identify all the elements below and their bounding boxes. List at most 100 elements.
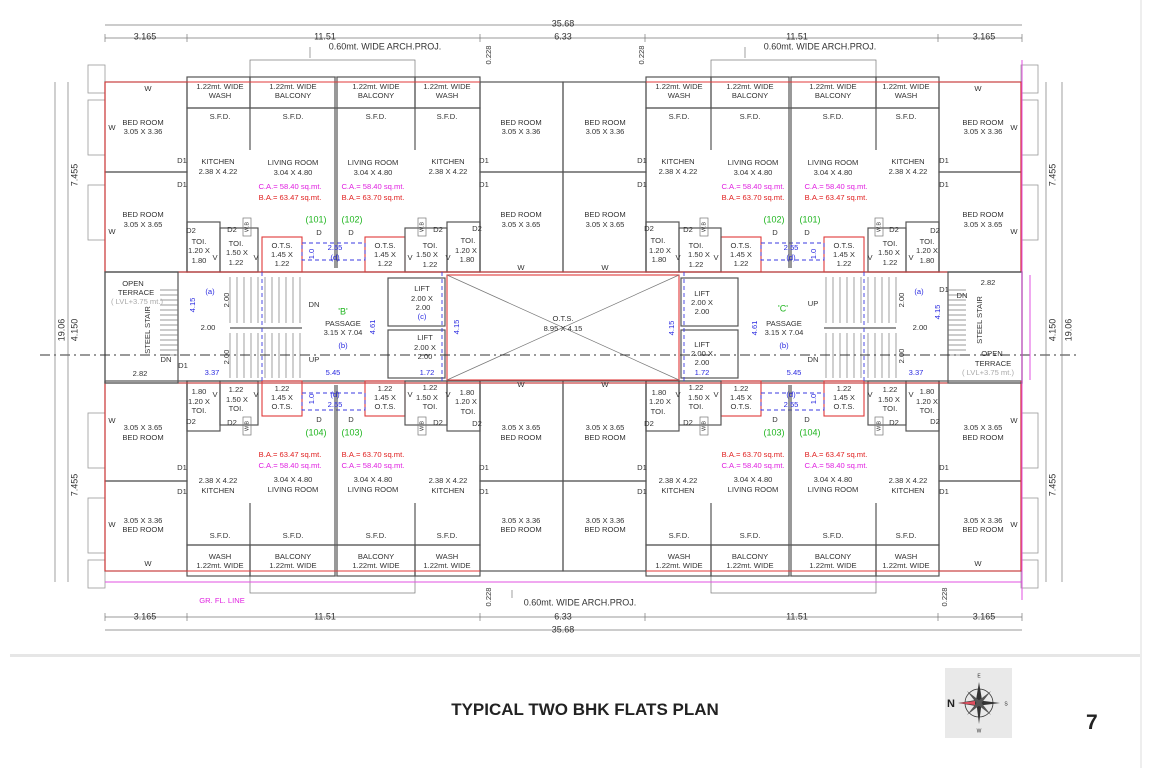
wall-line [446, 274, 680, 381]
label-door1: D1 [939, 285, 949, 294]
label-wing-depth: 7.455 [1047, 474, 1057, 497]
label-window: W [601, 263, 609, 272]
label-bed-large: 3.05 X 3.65 [964, 423, 1003, 432]
label-stair-depth: 4.15 [188, 298, 197, 313]
label-passage: PASSAGE [766, 319, 802, 328]
label-lift-size-2: 2.00 [416, 303, 431, 312]
label-living: LIVING ROOM [728, 485, 779, 494]
ots-shaft [823, 380, 865, 417]
label-kitchen: KITCHEN [891, 157, 924, 166]
label-door1: D1 [939, 463, 949, 472]
label-living-size: 3.04 X 4.80 [274, 168, 313, 177]
label-door: D [804, 228, 810, 237]
label-steel-stair: STEEL STAIR [975, 296, 984, 344]
label-wash: WASH [436, 91, 459, 100]
label-toi-small-1: 1.20 X [916, 397, 938, 406]
label-toi-large-2: 1.22 [229, 385, 244, 394]
label-wide: 1.22mt. WIDE [655, 82, 702, 91]
label-bed-room: BED ROOM [500, 433, 541, 442]
label-window: W [974, 84, 982, 93]
label-toi-large-1: 1.50 X [226, 248, 248, 257]
label-sfd: S.F.D. [437, 531, 458, 540]
label-wide: 1.22mt. WIDE [809, 82, 856, 91]
label-kitchen: KITCHEN [431, 157, 464, 166]
window-projection [87, 559, 106, 589]
label-toi-small-1: 1.20 X [916, 246, 938, 255]
label-dn: DN [309, 300, 320, 309]
label-door2: D2 [644, 224, 654, 233]
label-kitchen-size: 2.38 X 4.22 [659, 476, 698, 485]
label-carpet-area: C.A.= 58.40 sq.mt. [258, 182, 321, 191]
label-ots-gap-tag: (d) [330, 253, 340, 262]
label-toi-small-1: 1.20 X [455, 397, 477, 406]
label-core-depth: 4.150 [1047, 319, 1057, 342]
label-bed-room: BED ROOM [500, 118, 541, 127]
label-ventilator: V [867, 253, 873, 262]
label-core-depth: 4.150 [69, 319, 79, 342]
label-bed-large: 3.05 X 3.65 [502, 220, 541, 229]
wash-basin [242, 416, 252, 436]
label-wing-depth: 7.455 [69, 474, 79, 497]
wash-basin [699, 416, 709, 436]
label-window: W [144, 559, 152, 568]
label-living: LIVING ROOM [348, 485, 399, 494]
label-stair-tag: (a) [914, 287, 924, 296]
label-wash-basin: W.B [876, 222, 882, 232]
wash-basin [874, 217, 884, 237]
label-ots: O.T.S. [374, 241, 395, 250]
label-ventilator: V [212, 253, 218, 262]
label-wide: 1.22mt. WIDE [882, 82, 929, 91]
label-bed-room: BED ROOM [500, 525, 541, 534]
label-1: 11.51 [314, 31, 336, 41]
label-ots-gap-depth: 1.0 [809, 249, 818, 260]
label-wash: WASH [895, 91, 918, 100]
label-living-size: 3.04 X 4.80 [814, 168, 853, 177]
label-bed-small: 3.05 X 3.36 [502, 127, 541, 136]
compass-east: E [977, 673, 981, 679]
label-balcony: BALCONY [732, 552, 768, 561]
label-toi-large-1: 1.50 X [416, 393, 438, 402]
label-toi-large-2: 1.22 [423, 260, 438, 269]
label-carpet-area: C.A.= 58.40 sq.mt. [804, 461, 867, 470]
label-toilet: TOI. [192, 406, 207, 415]
label-sfd: S.F.D. [283, 531, 304, 540]
label-built-area-a: B.A.= 63.47 sq.mt. [805, 450, 868, 459]
label-door2: D2 [683, 418, 693, 427]
label-ots-size-2: 1.22 [734, 259, 749, 268]
label-sfd: S.F.D. [437, 112, 458, 121]
label-wide: 1.22mt. WIDE [423, 82, 470, 91]
window-projection [87, 412, 106, 469]
label-ots-size-2: 1.22 [275, 259, 290, 268]
label-sfd: S.F.D. [283, 112, 304, 121]
label-kitchen: KITCHEN [431, 486, 464, 495]
label-toilet: TOI. [920, 237, 935, 246]
toilet [867, 380, 907, 426]
label-lift-depth: 4.15 [452, 320, 461, 335]
label-door2: D2 [683, 225, 693, 234]
label-sfd: S.F.D. [366, 531, 387, 540]
label-window: W [1010, 520, 1018, 529]
label-ventilator: V [407, 390, 413, 399]
label-toilet: TOI. [883, 239, 898, 248]
label-bed-room: BED ROOM [122, 525, 163, 534]
label-door1: D1 [939, 487, 949, 496]
window-projection [87, 99, 106, 156]
label-kitchen-size: 2.38 X 4.22 [429, 167, 468, 176]
toilet [219, 380, 259, 426]
label-ots: O.T.S. [730, 402, 751, 411]
page-number: 7 [1086, 711, 1098, 734]
label-door2: D2 [930, 417, 940, 426]
label-1: (102) [341, 214, 362, 224]
label-stair-length: 3.37 [205, 368, 220, 377]
label-wash-basin: W.B [419, 222, 425, 232]
label-carpet-area: C.A.= 58.40 sq.mt. [258, 461, 321, 470]
label-dn: DN [161, 355, 172, 364]
label-ventilator: V [253, 253, 259, 262]
label-overall-length: 35.68 [552, 18, 575, 28]
label-living-size: 3.04 X 4.80 [814, 475, 853, 484]
label-ots-gap-depth: 1.0 [307, 249, 316, 260]
label-door1: D1 [637, 156, 647, 165]
label-ots: O.T.S. [833, 241, 854, 250]
label-ots: O.T.S. [374, 402, 395, 411]
